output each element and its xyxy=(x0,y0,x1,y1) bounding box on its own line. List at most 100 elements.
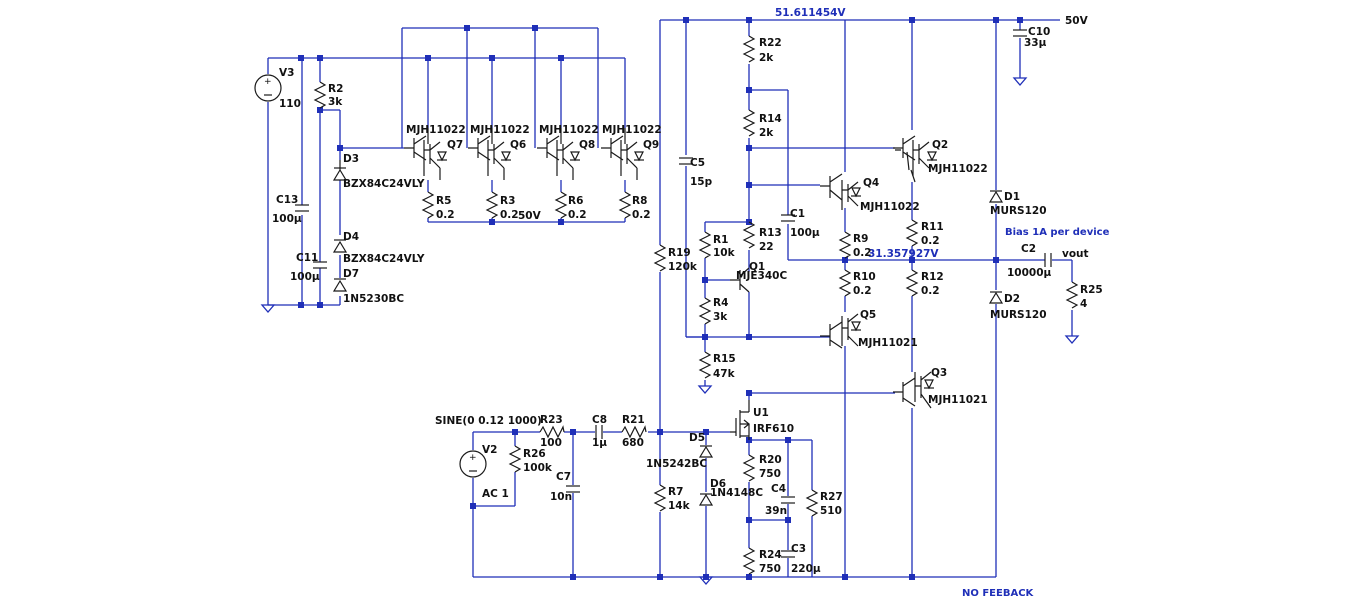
source-v3[interactable]: + xyxy=(254,74,282,102)
r4-value: 3k xyxy=(713,311,728,323)
d6-value: 1N4148C xyxy=(710,487,763,499)
bias-note: Bias 1A per device xyxy=(1005,227,1110,238)
r6-ref: R6 xyxy=(568,195,583,207)
r21-value: 680 xyxy=(622,437,644,449)
r2-value: 3k xyxy=(328,96,343,108)
net-label-driver-rail: 50V xyxy=(518,210,542,222)
r26-value: 100k xyxy=(523,462,553,474)
r25-value: 4 xyxy=(1080,298,1087,310)
r5-value: 0.2 xyxy=(436,209,455,221)
source-v2[interactable]: + xyxy=(459,450,487,478)
resistors[interactable] xyxy=(313,35,1079,575)
r24-ref: R24 xyxy=(759,549,782,561)
q8-ref: Q8 xyxy=(579,139,595,151)
q7-ref: Q7 xyxy=(447,139,463,151)
r11-ref: R11 xyxy=(921,221,944,233)
r27-ref: R27 xyxy=(820,491,843,503)
r6-value: 0.2 xyxy=(568,209,587,221)
r8-ref: R8 xyxy=(632,195,647,207)
c8-ref: C8 xyxy=(592,414,607,426)
q9-value: MJH11022 xyxy=(602,124,662,136)
svg-text:+: + xyxy=(264,77,272,87)
svg-text:+: + xyxy=(469,453,477,463)
r1-ref: R1 xyxy=(713,234,728,246)
r4-ref: R4 xyxy=(713,297,728,309)
net-label-output-mid: 31.357927V xyxy=(868,248,939,260)
d2-ref: D2 xyxy=(1004,293,1020,305)
q4-value: MJH11022 xyxy=(860,201,920,213)
d1-value: MURS120 xyxy=(990,205,1047,217)
c1-value: 100µ xyxy=(790,227,820,239)
r11-value: 0.2 xyxy=(921,235,940,247)
r1-value: 10k xyxy=(713,247,736,259)
diodes[interactable] xyxy=(332,160,1004,506)
q2-ref: Q2 xyxy=(932,139,948,151)
q3-value: MJH11021 xyxy=(928,394,988,406)
r26-ref: R26 xyxy=(523,448,546,460)
r3-value: 0.2 xyxy=(500,209,519,221)
c11-value: 100µ xyxy=(290,271,320,283)
d7-value: 1N5230BC xyxy=(343,293,404,305)
r7-ref: R7 xyxy=(668,486,683,498)
q4-ref: Q4 xyxy=(863,177,879,189)
r25-ref: R25 xyxy=(1080,284,1103,296)
c5-ref: C5 xyxy=(690,157,705,169)
no-feedback-note: NO FEEBACK xyxy=(962,588,1035,599)
c2-value: 10000µ xyxy=(1007,267,1052,279)
junctions xyxy=(298,17,1023,580)
c11-ref: C11 xyxy=(296,252,318,264)
r27-value: 510 xyxy=(820,505,842,517)
q5-ref: Q5 xyxy=(860,309,876,321)
component-labels: V3 110 V2 SINE(0 0.12 1000) AC 1 R2 3k R… xyxy=(272,26,1103,575)
r2-ref: R2 xyxy=(328,83,343,95)
d1-ref: D1 xyxy=(1004,191,1020,203)
r19-ref: R19 xyxy=(668,247,691,259)
d4-value: BZX84C24VLY xyxy=(343,253,425,265)
r5-ref: R5 xyxy=(436,195,451,207)
capacitors[interactable] xyxy=(295,29,1052,558)
r12-value: 0.2 xyxy=(921,285,940,297)
c4-ref: C4 xyxy=(771,483,786,495)
v3-value: 110 xyxy=(279,98,301,110)
r21-ref: R21 xyxy=(622,414,645,426)
q1-value: MJE340C xyxy=(736,270,787,282)
c1-ref: C1 xyxy=(790,208,805,220)
v2-ref: V2 xyxy=(482,444,497,456)
r20-ref: R20 xyxy=(759,454,782,466)
r15-ref: R15 xyxy=(713,353,736,365)
r24-value: 750 xyxy=(759,563,781,575)
r23-ref: R23 xyxy=(540,414,563,426)
net-label-vout: vout xyxy=(1062,248,1089,260)
r22-ref: R22 xyxy=(759,37,782,49)
r15-value: 47k xyxy=(713,368,736,380)
d2-value: MURS120 xyxy=(990,309,1047,321)
r3-ref: R3 xyxy=(500,195,515,207)
r19-value: 120k xyxy=(668,261,698,273)
q6-value: MJH11022 xyxy=(470,124,530,136)
v2-ac: AC 1 xyxy=(482,488,509,500)
r10-value: 0.2 xyxy=(853,285,872,297)
r7-value: 14k xyxy=(668,500,691,512)
c5-value: 15p xyxy=(690,176,713,188)
d4-ref: D4 xyxy=(343,231,359,243)
c2-ref: C2 xyxy=(1021,243,1036,255)
r14-value: 2k xyxy=(759,127,774,139)
c13-ref: C13 xyxy=(276,194,298,206)
d7-ref: D7 xyxy=(343,268,359,280)
d5-value: 1N5242BC xyxy=(646,458,707,470)
d3-ref: D3 xyxy=(343,153,359,165)
net-label-supply-top: 51.611454V xyxy=(775,7,846,19)
c10-value: 33µ xyxy=(1024,37,1047,49)
transistors[interactable] xyxy=(404,128,937,440)
wires xyxy=(267,19,1073,578)
c7-value: 10n xyxy=(550,491,572,503)
q7-value: MJH11022 xyxy=(406,124,466,136)
c4-value: 39n xyxy=(765,505,787,517)
d3-value: BZX84C24VLY xyxy=(343,178,425,190)
q6-ref: Q6 xyxy=(510,139,526,151)
r9-value: 0.2 xyxy=(853,247,872,259)
d6-ref: D6 xyxy=(710,478,726,490)
q5-value: MJH11021 xyxy=(858,337,918,349)
q9-ref: Q9 xyxy=(643,139,659,151)
